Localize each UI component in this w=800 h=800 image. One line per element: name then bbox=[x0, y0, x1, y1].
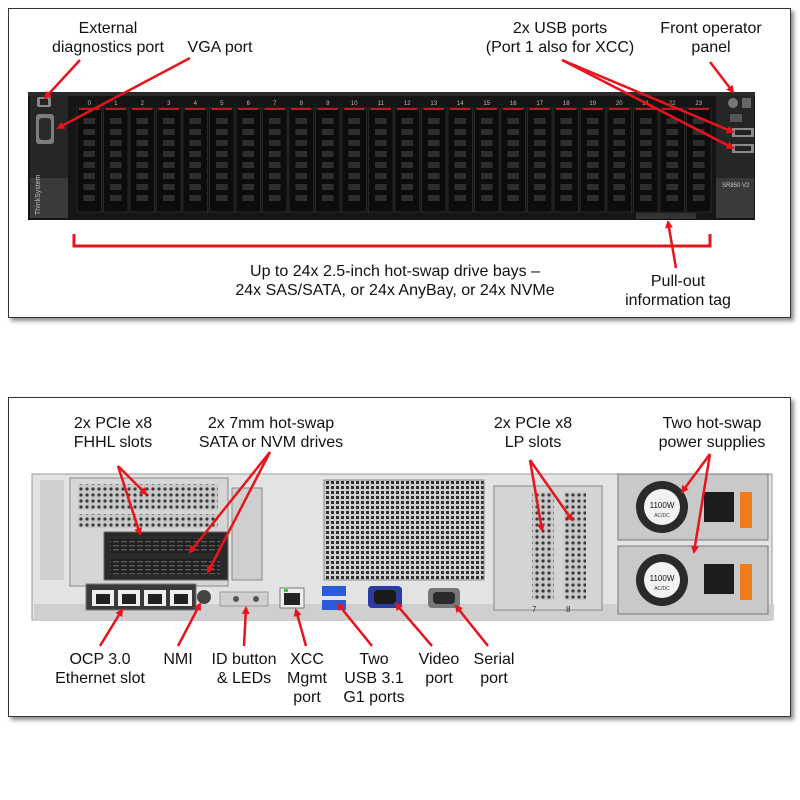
id-button-leds bbox=[219, 591, 269, 607]
drive-bay bbox=[659, 107, 685, 213]
drive-bay bbox=[447, 107, 473, 213]
drive-bay bbox=[341, 107, 367, 213]
drive-bay-number: 20 bbox=[616, 101, 623, 107]
drive-bay bbox=[633, 107, 659, 213]
rear-serial-port bbox=[428, 588, 460, 608]
drive-bays bbox=[76, 107, 712, 213]
drive-bay bbox=[606, 107, 632, 213]
callout-power-supplies: Two hot-swap power supplies bbox=[658, 415, 766, 451]
drive-bay-number: 9 bbox=[326, 101, 330, 107]
drive-bay bbox=[686, 107, 712, 213]
drive-bay-number: 8 bbox=[300, 101, 304, 107]
drive-bay-number: 2 bbox=[141, 101, 145, 107]
callout-pull-out-tag: Pull-out information tag bbox=[625, 273, 731, 309]
drive-bay bbox=[235, 107, 261, 213]
drive-bay-number: 6 bbox=[247, 101, 251, 107]
drive-bay-number: 10 bbox=[351, 101, 358, 107]
pull-out-information-tag bbox=[636, 213, 696, 219]
drive-bay bbox=[76, 107, 102, 213]
callout-vga-port: VGA port bbox=[187, 39, 253, 56]
drive-bay bbox=[474, 107, 500, 213]
rear-vent-center bbox=[323, 479, 485, 581]
drive-bay bbox=[156, 107, 182, 213]
rear-usb31-ports bbox=[322, 586, 346, 610]
front-usb-ports bbox=[732, 128, 754, 153]
callout-nmi: NMI bbox=[163, 651, 193, 668]
drive-bay bbox=[394, 107, 420, 213]
drive-bay-number: 11 bbox=[378, 101, 385, 107]
callout-ocp: OCP 3.0 Ethernet slot bbox=[55, 651, 145, 687]
drive-bay-number: 4 bbox=[194, 101, 198, 107]
drive-bay-number: 14 bbox=[457, 101, 464, 107]
callout-drive-bays: Up to 24x 2.5-inch hot-swap drive bays –… bbox=[235, 263, 555, 299]
vga-port-front bbox=[36, 114, 54, 144]
drive-bay bbox=[182, 107, 208, 213]
drive-bay bbox=[421, 107, 447, 213]
psu2-sub: AC/DC bbox=[654, 586, 670, 592]
callout-front-operator-panel: Front operator panel bbox=[660, 20, 762, 56]
callout-video-port: Video port bbox=[418, 651, 460, 687]
callout-pcie-lp: 2x PCIe x8 LP slots bbox=[493, 415, 573, 451]
drive-bay bbox=[368, 107, 394, 213]
drive-bay-number: 17 bbox=[536, 101, 543, 107]
drive-bay-number: 5 bbox=[220, 101, 224, 107]
drive-bay bbox=[580, 107, 606, 213]
drive-bay-number: 18 bbox=[563, 101, 570, 107]
front-callout-arrows bbox=[43, 56, 735, 269]
drive-bay-number: 15 bbox=[483, 101, 490, 107]
psu2-rating: 1100W bbox=[650, 574, 675, 583]
psu1-rating: 1100W bbox=[650, 501, 675, 510]
drive-bay-number: 0 bbox=[88, 101, 92, 107]
pcie-lp-slots bbox=[493, 485, 603, 611]
drive-bay-number: 13 bbox=[430, 101, 437, 107]
drive-bay bbox=[262, 107, 288, 213]
callout-usb-ports: 2x USB ports (Port 1 also for XCC) bbox=[485, 20, 635, 56]
callout-serial-port: Serial port bbox=[473, 651, 515, 687]
psu1-sub: AC/DC bbox=[654, 513, 670, 519]
drive-bay-number: 19 bbox=[589, 101, 596, 107]
drive-bay bbox=[209, 107, 235, 213]
drive-bay bbox=[129, 107, 155, 213]
model-text: SR850 V2 bbox=[722, 183, 750, 189]
external-diagnostics-port bbox=[37, 97, 51, 107]
drive-bay bbox=[315, 107, 341, 213]
slot-label-7: 7 bbox=[532, 605, 537, 614]
rear-callout-arrows bbox=[98, 451, 712, 647]
drive-bay-number: 7 bbox=[273, 101, 277, 107]
drive-bay-number: 1 bbox=[114, 101, 118, 107]
callout-xcc-mgmt: XCC Mgmt port bbox=[287, 651, 327, 706]
drive-bay-number: 22 bbox=[669, 101, 676, 107]
drive-bay bbox=[527, 107, 553, 213]
callout-m2-drives: 2x 7mm hot-swap SATA or NVM drives bbox=[198, 415, 344, 451]
power-supply-1: 1100W AC/DC bbox=[617, 473, 769, 541]
rear-video-port bbox=[368, 586, 402, 608]
callout-usb31: Two USB 3.1 G1 ports bbox=[343, 651, 405, 706]
slot-label-8: 8 bbox=[566, 605, 571, 614]
drive-bay-number: 16 bbox=[510, 101, 517, 107]
ocp-ethernet-slot bbox=[85, 583, 197, 611]
nmi-button bbox=[197, 590, 211, 604]
callout-id-button: ID button & LEDs bbox=[211, 651, 277, 687]
xcc-mgmt-port bbox=[279, 587, 305, 609]
brand-text: ThinkSystem bbox=[35, 174, 42, 215]
callout-pcie-fhhl: 2x PCIe x8 FHHL slots bbox=[73, 415, 153, 451]
drive-bay-number: 3 bbox=[167, 101, 171, 107]
front-operator-panel bbox=[728, 98, 751, 122]
drive-bay bbox=[103, 107, 129, 213]
drive-bay bbox=[553, 107, 579, 213]
drive-bay bbox=[500, 107, 526, 213]
drive-bay-number: 12 bbox=[404, 101, 411, 107]
callout-external-diagnostics: External diagnostics port bbox=[51, 20, 165, 56]
drive-bay-number: 23 bbox=[695, 101, 702, 107]
drive-bay bbox=[288, 107, 314, 213]
power-supply-2: 1100W AC/DC bbox=[617, 545, 769, 615]
